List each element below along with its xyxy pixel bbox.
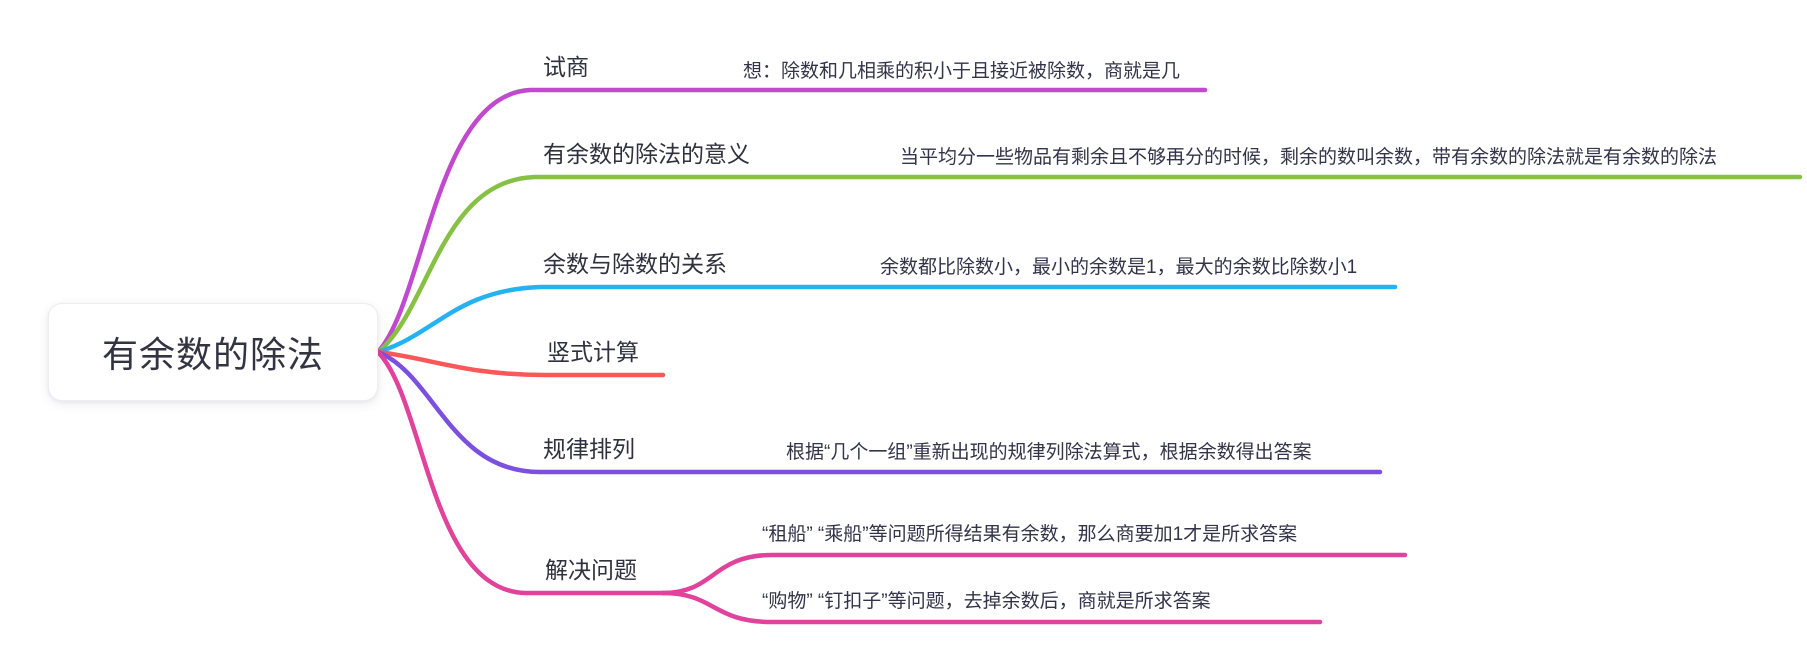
branch-line-column-calculation bbox=[375, 349, 666, 378]
branch-label-trial-quotient[interactable]: 试商 bbox=[543, 54, 589, 80]
branch-note-problem-solving-boat[interactable]: “租船” “乘船”等问题所得结果有余数，那么商要加1才是所求答案 bbox=[762, 524, 1298, 545]
branch-note-problem-solving-shopping[interactable]: “购物” “钉扣子”等问题，去掉余数后，商就是所求答案 bbox=[762, 591, 1211, 612]
branch-line-trial-quotient bbox=[375, 87, 1208, 355]
branch-line-pattern-arrangement bbox=[375, 349, 1383, 475]
branch-note-trial-quotient[interactable]: 想：除数和几相乘的积小于且接近被除数，商就是几 bbox=[743, 61, 1181, 82]
branch-line-meaning bbox=[375, 174, 1803, 355]
branch-line-remainder-divisor-relation bbox=[375, 284, 1398, 355]
branch-label-meaning[interactable]: 有余数的除法的意义 bbox=[543, 141, 750, 167]
branch-label-remainder-divisor-relation[interactable]: 余数与除数的关系 bbox=[543, 251, 727, 277]
root-node[interactable]: 有余数的除法 bbox=[48, 303, 378, 401]
branch-line-problem-solving bbox=[375, 349, 666, 596]
branch-label-column-calculation[interactable]: 竖式计算 bbox=[547, 339, 639, 365]
branch-label-pattern-arrangement[interactable]: 规律排列 bbox=[543, 436, 635, 462]
branch-label-problem-solving[interactable]: 解决问题 bbox=[545, 557, 637, 583]
branch-note-pattern-arrangement[interactable]: 根据“几个一组”重新出现的规律列除法算式，根据余数得出答案 bbox=[786, 442, 1312, 463]
branch-line-problem-solving-note1 bbox=[660, 552, 1408, 596]
branch-note-remainder-divisor-relation[interactable]: 余数都比除数小，最小的余数是1，最大的余数比除数小1 bbox=[880, 257, 1358, 278]
branch-line-problem-solving-note2 bbox=[660, 590, 1323, 625]
branch-note-meaning[interactable]: 当平均分一些物品有剩余且不够再分的时候，剩余的数叫余数，带有余数的除法就是有余数… bbox=[900, 147, 1718, 168]
